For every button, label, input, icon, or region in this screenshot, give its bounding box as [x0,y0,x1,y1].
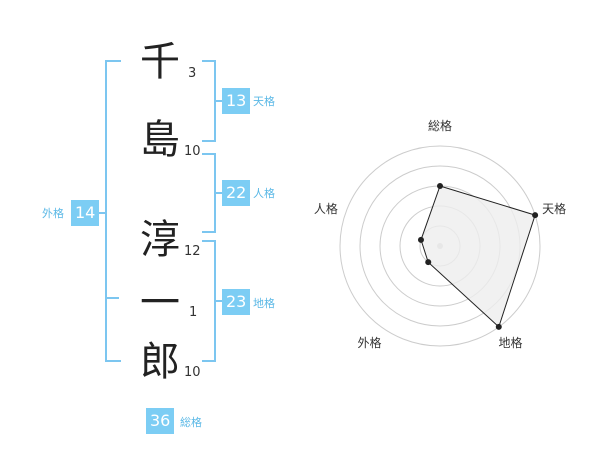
name-char-1: 千 [140,39,180,85]
gaikaku-label: 外格 [42,207,64,220]
stroke-count-2: 10 [184,144,201,159]
radar-axis-label-3: 地格 [498,335,522,350]
tenkaku-label: 天格 [253,95,275,108]
radar-axis-label-1: 総格 [428,118,452,133]
chikaku-bracket [202,240,216,362]
name-char-3: 淳 [140,217,180,263]
stroke-count-1: 3 [188,66,197,81]
tenkaku-value: 13 [222,88,251,114]
name-char-2: 島 [140,117,180,163]
soukaku-label: 総格 [180,416,202,429]
name-char-5: 郎 [140,339,180,385]
gaikaku-bracket [105,60,121,362]
radar-axis-label-5: 人格 [314,201,338,216]
chikaku-bracket-tick [216,300,222,302]
chikaku-label: 地格 [253,297,275,310]
name-char-4: 一 [140,280,180,326]
jinkaku-bracket-tick [216,192,222,194]
gaikaku-value: 14 [71,200,100,226]
stroke-count-4: 1 [189,305,198,320]
tenkaku-bracket-tick [216,100,222,102]
tenkaku-bracket [202,60,216,142]
radar-axis-label-2: 天格 [542,201,566,216]
radar-grid-ring-5 [339,145,541,347]
soukaku-value: 36 [146,408,175,434]
radar-point-1 [437,183,443,189]
chikaku-value: 23 [222,289,251,315]
radar-axis-label-4: 外格 [357,335,381,350]
jinkaku-label: 人格 [253,187,275,200]
gaikaku-bracket-sep [105,297,119,299]
radar-polygon [420,185,536,328]
radar-point-3 [495,323,502,330]
radar-point-5 [417,236,424,243]
stroke-count-5: 10 [184,365,201,380]
radar-point-2 [532,212,539,219]
stroke-count-3: 12 [184,244,201,259]
jinkaku-bracket [202,153,216,233]
radar-point-4 [425,259,432,266]
jinkaku-value: 22 [222,180,251,206]
